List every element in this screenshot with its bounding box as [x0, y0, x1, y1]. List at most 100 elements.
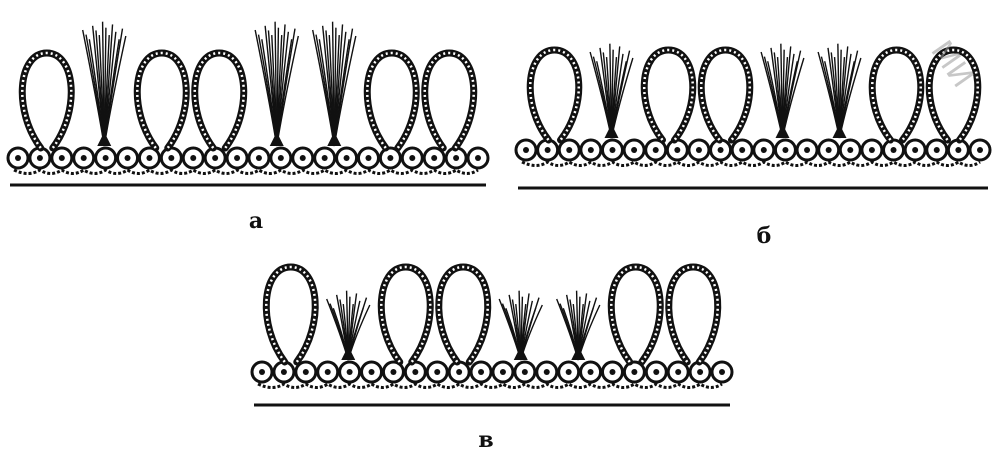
weft-core: [325, 369, 331, 375]
pile-loop: [425, 53, 474, 148]
weft-core: [322, 155, 328, 161]
weft-core: [234, 155, 240, 161]
weft-core: [631, 147, 637, 153]
weft-core: [125, 155, 131, 161]
weft-core: [891, 147, 897, 153]
tuft-base: [514, 346, 528, 360]
weft-core: [804, 147, 810, 153]
panel-a-label: а: [249, 208, 263, 234]
tuft-base: [605, 124, 619, 138]
tuft-base: [571, 346, 585, 360]
weft-core: [278, 155, 284, 161]
fiber: [255, 30, 277, 146]
weft-core: [719, 369, 725, 375]
pile-loop: [644, 50, 693, 140]
weft-core: [955, 147, 961, 153]
weft-core: [697, 369, 703, 375]
weft-core: [566, 369, 572, 375]
tuft-base: [776, 124, 790, 138]
panel-a: [8, 22, 488, 185]
tuft-base: [833, 124, 847, 138]
cut-pile-tuft: [255, 22, 298, 146]
weft-core: [344, 155, 350, 161]
pile-loop: [137, 53, 186, 148]
weft-core: [609, 147, 615, 153]
cut-pile-tuft: [590, 44, 633, 138]
cut-pile-tuft: [557, 291, 600, 360]
cut-pile-tuft: [499, 291, 542, 360]
fiber: [83, 30, 105, 146]
weft-core: [300, 155, 306, 161]
pile-loop: [530, 50, 579, 140]
panel-c: [252, 267, 732, 405]
cut-pile-tuft: [313, 22, 356, 146]
weft-core: [522, 369, 528, 375]
weft-core: [475, 155, 481, 161]
weft-core: [847, 147, 853, 153]
pile-loop: [266, 267, 315, 362]
weft-core: [303, 369, 309, 375]
pile-loop: [669, 267, 718, 362]
weft-core: [456, 369, 462, 375]
fiber: [313, 30, 335, 146]
weft-core: [653, 369, 659, 375]
weft-core: [544, 369, 550, 375]
weft-core: [478, 369, 484, 375]
weft-core: [739, 147, 745, 153]
weft-core: [453, 155, 459, 161]
weft-core: [103, 155, 109, 161]
pile-loop: [611, 267, 660, 362]
tuft-base: [97, 132, 111, 146]
weft-core: [431, 155, 437, 161]
weft-core: [631, 369, 637, 375]
cut-pile-tuft: [761, 44, 804, 138]
weft-core: [588, 147, 594, 153]
pile-loop: [381, 267, 430, 362]
weft-core: [588, 369, 594, 375]
cut-pile-tuft: [327, 291, 370, 360]
weft-core: [934, 147, 940, 153]
panel-c-label: в: [478, 427, 493, 453]
weft-core: [15, 155, 21, 161]
pile-loop: [439, 267, 488, 362]
panel-b-label: б: [757, 223, 772, 249]
pile-loop: [872, 50, 921, 140]
ground-yarn: [258, 384, 722, 388]
weft-core: [653, 147, 659, 153]
pile-loop: [195, 53, 244, 148]
ground-yarn: [14, 170, 478, 174]
weft-core: [190, 155, 196, 161]
weft-core: [412, 369, 418, 375]
tuft-base: [341, 346, 355, 360]
ground-yarn: [522, 162, 980, 166]
weft-core: [977, 147, 983, 153]
weft-core: [434, 369, 440, 375]
weft-core: [674, 147, 680, 153]
tuft-base: [270, 132, 284, 146]
weft-core: [826, 147, 832, 153]
weft-core: [168, 155, 174, 161]
weft-core: [390, 369, 396, 375]
weft-core: [912, 147, 918, 153]
weft-core: [523, 147, 529, 153]
weft-core: [256, 155, 262, 161]
weft-core: [782, 147, 788, 153]
weft-core: [718, 147, 724, 153]
weft-core: [609, 369, 615, 375]
weft-core: [146, 155, 152, 161]
weft-core: [81, 155, 87, 161]
weft-core: [696, 147, 702, 153]
weft-core: [281, 369, 287, 375]
tuft-base: [327, 132, 341, 146]
weft-core: [365, 155, 371, 161]
weft-core: [566, 147, 572, 153]
weft-core: [259, 369, 265, 375]
weft-core: [59, 155, 65, 161]
weft-core: [761, 147, 767, 153]
weft-core: [387, 155, 393, 161]
weft-core: [37, 155, 43, 161]
weft-core: [347, 369, 353, 375]
pile-loop: [701, 50, 750, 140]
